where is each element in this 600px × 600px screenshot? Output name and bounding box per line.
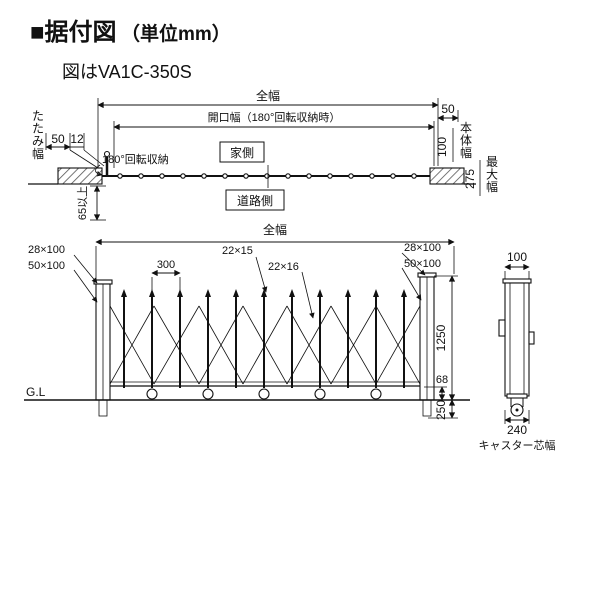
figure-model-label: 図はVA1C-350S xyxy=(62,62,192,82)
caster-wheel xyxy=(314,388,326,400)
house-side-box xyxy=(219,141,265,163)
plan-right-wall xyxy=(429,167,476,185)
plan-left-wall xyxy=(28,167,103,185)
elev-gap-68: 68 xyxy=(436,374,448,386)
plan-rotation-note: 180°回転収納 xyxy=(102,153,169,166)
plan-max-width-label: 最大幅 xyxy=(486,155,498,194)
elevation-view: 全幅 xyxy=(24,222,556,452)
caster-wheel xyxy=(146,388,158,400)
side-latch xyxy=(498,319,506,337)
plan-gate-line xyxy=(102,150,430,188)
caster-wheel xyxy=(258,388,270,400)
plan-dim-100: 100 xyxy=(435,137,449,157)
side-width-100: 100 xyxy=(507,250,527,264)
plan-opening-width-label: 開口幅（180°回転収納時） xyxy=(208,111,341,124)
plan-total-width-label: 全幅 xyxy=(256,88,280,103)
caster-wheel xyxy=(202,388,214,400)
side-view: 100 240 キャスター芯幅 xyxy=(479,250,556,452)
plan-dim-50-left: 50 xyxy=(51,132,65,146)
elev-right-post-size: 50×100 xyxy=(404,258,441,270)
page-title-unit: （単位mm） xyxy=(121,22,231,45)
road-side-box xyxy=(225,189,285,211)
header: ■据付図 （単位mm） 図はVA1C-350S xyxy=(30,19,231,82)
plan-view: 全幅 開口幅（180°回転収納時） 50 12 たたみ幅 180°回転収納 xyxy=(28,88,498,221)
road-side-label: 道路側 xyxy=(237,193,273,208)
elev-right-post xyxy=(417,272,437,417)
elev-total-width-label: 全幅 xyxy=(263,222,287,237)
elev-bottom-rail xyxy=(110,381,420,400)
ground-level-label: G.L xyxy=(26,385,46,399)
elev-left-post-size: 50×100 xyxy=(28,260,65,272)
elev-lattice-size: 22×16 xyxy=(268,261,299,273)
plan-body-width-label: 本体幅 xyxy=(460,121,472,160)
elev-left-frame-size: 28×100 xyxy=(28,244,65,256)
plan-dim-12: 12 xyxy=(70,132,84,146)
elev-pickets xyxy=(121,289,407,388)
plan-fold-width-label: たたみ幅 xyxy=(32,109,44,161)
page-title: ■据付図 （単位mm） xyxy=(30,19,231,46)
plan-dim-50-right: 50 xyxy=(441,102,455,116)
elev-left-post xyxy=(93,279,113,417)
house-side-label: 家側 xyxy=(230,145,254,160)
plan-dim-275: 275 xyxy=(463,169,477,189)
plan-dim-65-min: 65以上 xyxy=(76,186,89,220)
side-caster-width-240: 240 xyxy=(507,423,527,437)
elev-embed-250: 250 xyxy=(434,400,448,420)
caster-wheel xyxy=(370,388,382,400)
elev-right-frame-size: 28×100 xyxy=(404,242,441,254)
elev-bar-size: 22×15 xyxy=(222,245,253,257)
side-caster-width-label: キャスター芯幅 xyxy=(479,438,556,452)
page-title-main: ■据付図 xyxy=(30,19,117,46)
side-bracket xyxy=(528,331,535,345)
elev-height-1250: 1250 xyxy=(434,324,448,351)
elev-pitch-300: 300 xyxy=(157,259,175,271)
